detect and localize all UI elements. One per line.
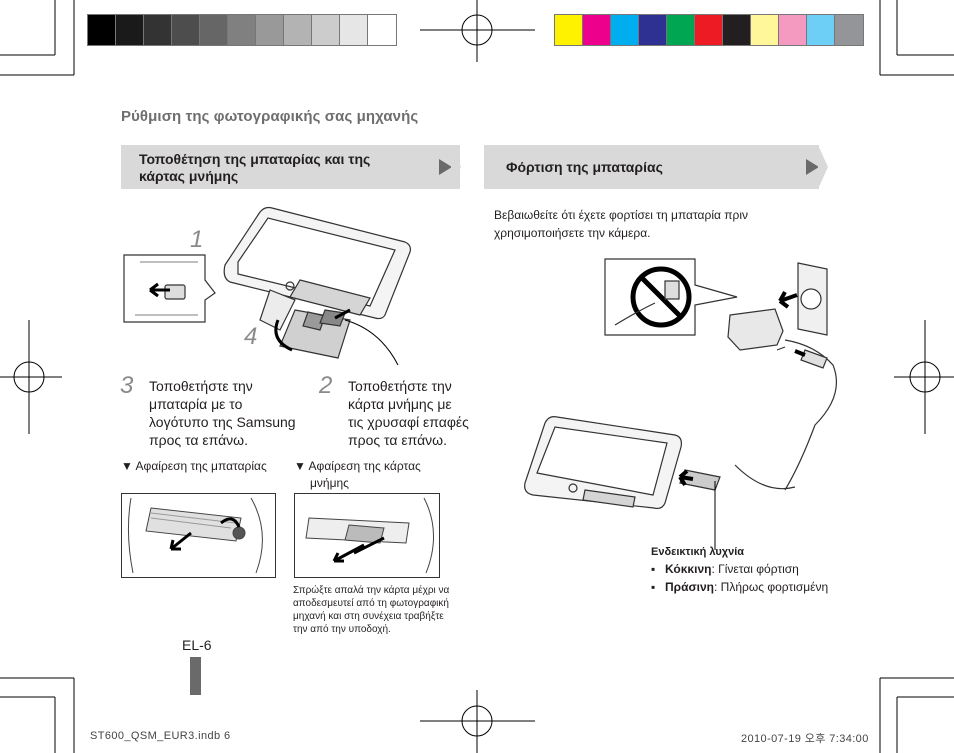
indicator-light-title: Ενδεικτική λυχνία	[651, 546, 745, 558]
gray-swatch-4	[172, 15, 200, 45]
color-swatch-1	[555, 15, 583, 45]
charging-intro: Βεβαιωθείτε ότι έχετε φορτίσει τη μπαταρ…	[494, 208, 749, 240]
step-3-number: 3	[120, 372, 134, 399]
chevron-right-icon	[806, 159, 819, 175]
color-swatch-7	[723, 15, 751, 45]
color-swatch-9	[779, 15, 807, 45]
step-2-text: Τοποθετήστε την κάρτα μνήμης με τις χρυσ…	[348, 378, 469, 448]
gray-swatch-10	[340, 15, 368, 45]
step-4-number: 4	[244, 323, 258, 350]
remove-card-illustration	[294, 493, 440, 578]
step-1-number: 1	[190, 226, 204, 253]
gray-swatch-3	[144, 15, 172, 45]
bullet-icon: ▪	[651, 562, 656, 576]
left-tab-notch	[451, 145, 461, 189]
remove-battery-illustration	[121, 493, 276, 578]
step-2-number: 2	[319, 372, 333, 399]
card-removal-note: Σπρώξτε απαλά την κάρτα μέχρι να αποδεσμ…	[293, 585, 450, 635]
gray-swatch-5	[200, 15, 228, 45]
color-swatch-4	[639, 15, 667, 45]
gray-swatch-6	[228, 15, 256, 45]
right-tab-notch	[818, 145, 828, 189]
color-swatch-3	[611, 15, 639, 45]
gray-swatch-1	[88, 15, 116, 45]
right-tab-label: Φόρτιση της μπαταρίας	[506, 159, 663, 175]
left-tab-line1: Τοποθέτηση της μπαταρίας και της	[139, 151, 371, 167]
right-section-tab: Φόρτιση της μπαταρίας	[484, 145, 819, 189]
color-swatch-bar	[554, 14, 864, 46]
battery-insertion-illustration	[123, 206, 412, 366]
indicator-item-red: ▪Κόκκινη: Γίνεται φόρτιση	[651, 562, 799, 576]
footer-file: ST600_QSM_EUR3.indb 6	[90, 730, 231, 742]
gray-swatch-8	[284, 15, 312, 45]
page-number: EL-6	[182, 637, 212, 653]
gray-swatch-bar	[87, 14, 397, 46]
registration-target-right	[894, 320, 954, 434]
color-swatch-8	[751, 15, 779, 45]
section-title: Ρύθμιση της φωτογραφικής σας μηχανής	[121, 108, 419, 125]
gray-swatch-7	[256, 15, 284, 45]
chevron-right-icon	[439, 159, 452, 175]
registration-target-bottom	[420, 690, 535, 753]
gray-swatch-11	[368, 15, 396, 45]
color-swatch-5	[667, 15, 695, 45]
registration-target-left	[0, 320, 62, 434]
left-tab-line2: κάρτας μνήμης	[139, 168, 239, 184]
remove-card-label: ▼ Αφαίρεση της κάρτας μνήμης	[294, 459, 421, 490]
color-swatch-11	[835, 15, 863, 45]
remove-battery-label: ▼ Αφαίρεση της μπαταρίας	[121, 459, 267, 473]
gray-swatch-9	[312, 15, 340, 45]
charging-illustration	[524, 258, 837, 550]
gray-swatch-2	[116, 15, 144, 45]
left-section-tab: Τοποθέτηση της μπαταρίας και της κάρτας …	[121, 145, 460, 189]
bullet-icon: ▪	[651, 580, 656, 594]
color-swatch-10	[807, 15, 835, 45]
indicator-item-green: ▪Πράσινη: Πλήρως φορτισμένη	[651, 580, 829, 594]
color-swatch-2	[583, 15, 611, 45]
page-edge-bar	[190, 657, 201, 695]
footer-timestamp: 2010-07-19 오후 7:34:00	[741, 733, 869, 745]
registration-target-top	[420, 0, 535, 62]
step-3-text: Τοποθετήστε την μπαταρία με το λογότυπο …	[149, 378, 296, 448]
color-swatch-6	[695, 15, 723, 45]
